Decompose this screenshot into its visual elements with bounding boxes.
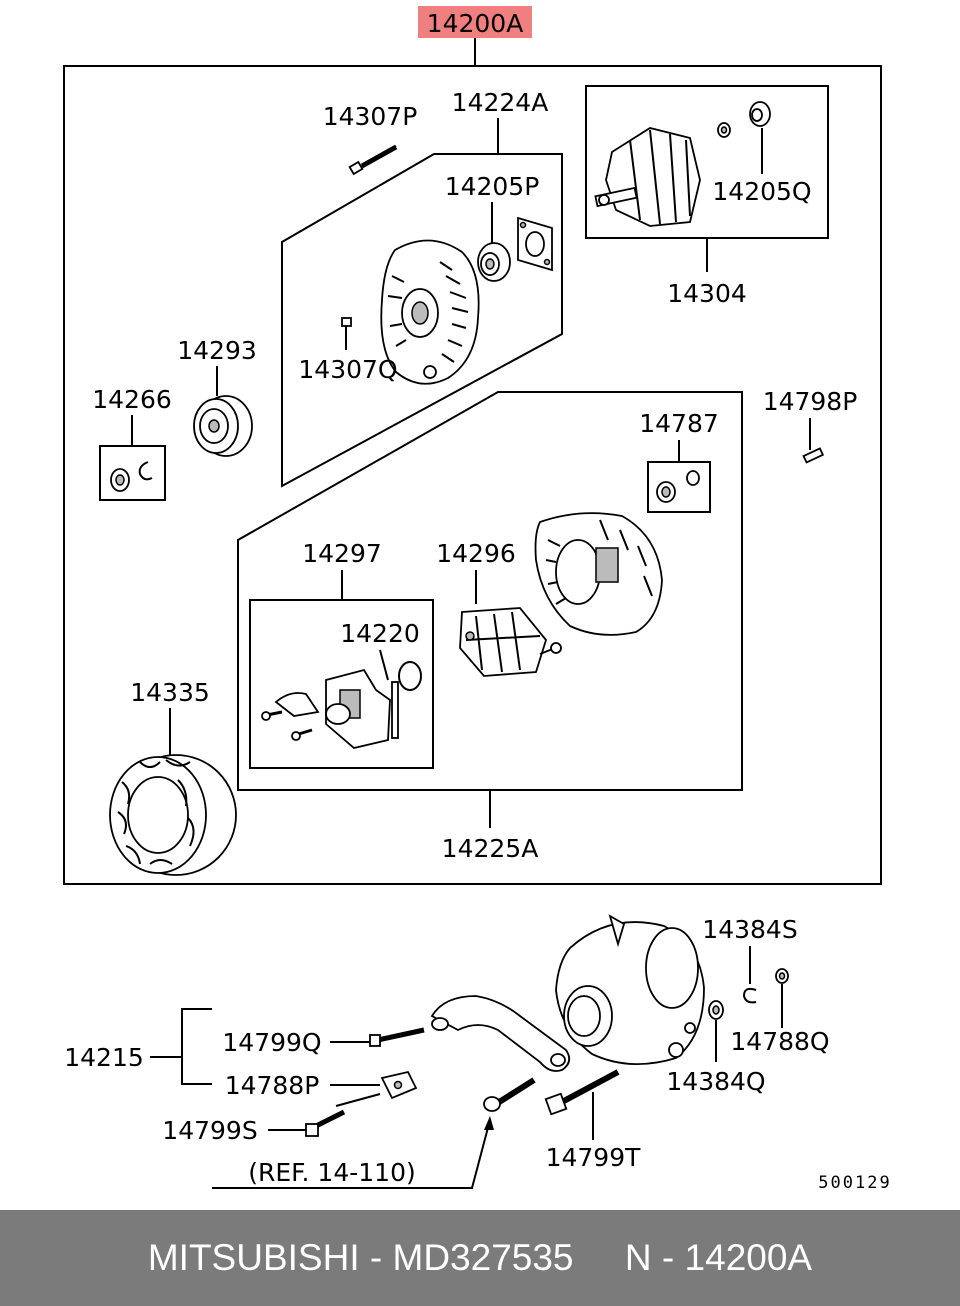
footer-group: 14200A	[684, 1237, 813, 1278]
bolt-14799S	[305, 1109, 346, 1137]
nuts-14787	[656, 470, 700, 503]
label-14304[interactable]: 14304	[667, 279, 747, 308]
main-part-highlight	[418, 6, 532, 38]
label-14215[interactable]: 14215	[64, 1043, 144, 1072]
pulley-14293	[193, 395, 253, 457]
diagram-code: 500129	[818, 1173, 891, 1193]
label-14788P[interactable]: 14788P	[225, 1071, 320, 1100]
nut-14788Q	[775, 968, 789, 984]
frame-14266	[99, 445, 166, 501]
screw-14798P	[802, 447, 825, 464]
retainer-plate	[517, 216, 553, 272]
label-14384Q[interactable]: 14384Q	[666, 1067, 765, 1096]
footer-separator: -	[359, 1237, 393, 1278]
label-14205P[interactable]: 14205P	[445, 172, 540, 201]
footer-separator-2: -	[651, 1237, 685, 1278]
label-14205Q[interactable]: 14205Q	[712, 177, 811, 206]
rear-housing	[534, 512, 663, 636]
label-14788Q[interactable]: 14788Q	[730, 1027, 829, 1056]
label-14296[interactable]: 14296	[436, 539, 516, 568]
frame-14787	[647, 461, 711, 513]
screw-14307Q	[341, 317, 352, 327]
bolt-14307P	[348, 144, 398, 176]
bolt-14799Q	[369, 1027, 425, 1047]
label-14266[interactable]: 14266	[92, 385, 172, 414]
bearing-14205P	[477, 242, 511, 282]
label-14225A[interactable]: 14225A	[442, 834, 539, 863]
stator-14335	[109, 754, 237, 876]
label-14220[interactable]: 14220	[340, 619, 420, 648]
label-14307Q[interactable]: 14307Q	[298, 355, 397, 384]
label-14224A[interactable]: 14224A	[452, 88, 549, 117]
regulator-14297	[261, 661, 422, 749]
label-14297[interactable]: 14297	[302, 539, 382, 568]
parts-diagram: 14200A 14307P 14224A 14205P 14307Q	[63, 6, 891, 1193]
assembly-frame	[63, 65, 882, 885]
label-14335[interactable]: 14335	[130, 678, 210, 707]
label-14307P[interactable]: 14307P	[323, 102, 418, 131]
bolt-14799T	[544, 1069, 620, 1116]
front-housing	[380, 239, 480, 385]
label-14799S[interactable]: 14799S	[162, 1116, 257, 1145]
label-14293[interactable]: 14293	[177, 336, 257, 365]
footer-gap	[574, 1237, 625, 1279]
frame-14224A	[281, 153, 563, 488]
brace-14215	[430, 995, 571, 1072]
rectifier-14296	[459, 607, 562, 677]
label-14799Q[interactable]: 14799Q	[222, 1028, 321, 1057]
frame-14297	[249, 599, 434, 769]
washer-14384Q	[708, 1000, 724, 1020]
main-part-label[interactable]: 14200A	[427, 9, 524, 38]
frame-14225A	[237, 391, 743, 791]
nut-14788P	[380, 1070, 418, 1100]
bearing-14205Q	[749, 101, 771, 127]
label-ref[interactable]: (REF. 14-110)	[248, 1158, 415, 1187]
footer-brand: MITSUBISHI	[147, 1237, 360, 1278]
footer-prefix: N	[624, 1237, 652, 1278]
label-14787[interactable]: 14787	[639, 409, 719, 438]
footer-part-number: MD327535	[392, 1237, 574, 1278]
label-14798P[interactable]: 14798P	[763, 387, 858, 416]
spring-washer-14384S	[742, 987, 757, 1004]
bolt-ref	[483, 1077, 536, 1112]
label-14799T[interactable]: 14799T	[546, 1143, 642, 1172]
rotor	[594, 127, 701, 227]
alternator-assembly	[555, 914, 705, 1065]
nut-14266	[110, 461, 153, 492]
washer-14205Q	[717, 122, 731, 138]
label-14384S[interactable]: 14384S	[702, 915, 797, 944]
footer-bar: MITSUBISHI - MD327535 N - 14200A	[0, 1210, 960, 1306]
